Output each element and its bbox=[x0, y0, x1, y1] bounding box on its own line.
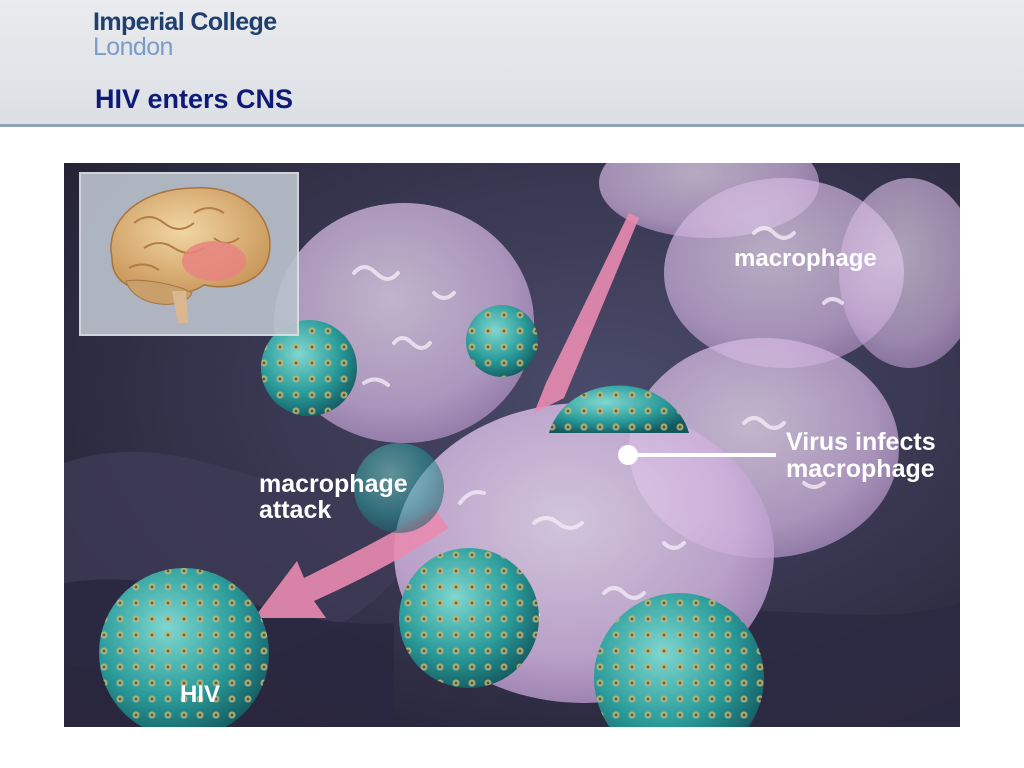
logo-line-1: Imperial College bbox=[93, 8, 277, 36]
virus-particle bbox=[594, 593, 764, 727]
virus-particle bbox=[466, 305, 538, 377]
illustration-svg: macrophage Virus infects macrophage macr… bbox=[64, 163, 960, 727]
label-virus-infects-line2: macrophage bbox=[786, 455, 935, 483]
infection-arrow bbox=[534, 213, 639, 413]
infection-pointer bbox=[618, 445, 776, 465]
brain-icon bbox=[110, 187, 271, 323]
hiv-macrophage-illustration: macrophage Virus infects macrophage macr… bbox=[64, 163, 960, 727]
imperial-college-logo: Imperial College London bbox=[93, 10, 277, 60]
virus-particle bbox=[354, 443, 444, 533]
label-hiv: HIV bbox=[180, 681, 220, 708]
label-attack-line2: attack bbox=[259, 496, 331, 524]
label-macrophage: macrophage bbox=[734, 245, 877, 272]
virus-particle bbox=[99, 568, 269, 727]
logo-line-2: London bbox=[93, 33, 173, 61]
attack-arrow bbox=[254, 508, 449, 618]
virus-particle bbox=[261, 320, 357, 416]
label-attack-line1: macrophage bbox=[259, 470, 408, 498]
slide-header: Imperial College London HIV enters CNS bbox=[0, 0, 1024, 127]
virus-particle bbox=[549, 385, 689, 433]
label-virus-infects-line1: Virus infects bbox=[786, 428, 936, 456]
brain-inset bbox=[79, 172, 299, 336]
slide-title: HIV enters CNS bbox=[95, 84, 294, 114]
virus-particle bbox=[399, 548, 539, 688]
hiv-virus-particles bbox=[99, 305, 764, 727]
